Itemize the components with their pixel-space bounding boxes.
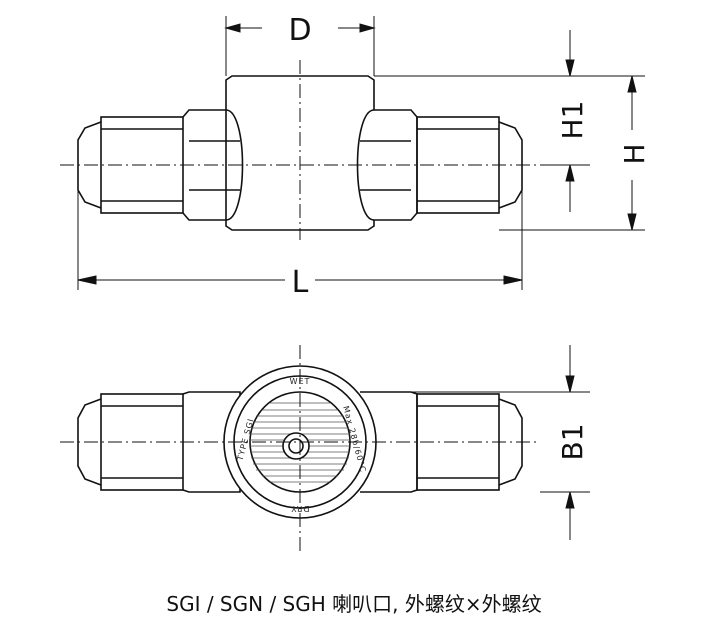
dimension-h-label: H xyxy=(618,143,651,164)
center-body xyxy=(225,75,375,110)
center-lines-plan xyxy=(60,345,540,552)
dimension-l-label: L xyxy=(292,265,309,300)
dimension-b1 xyxy=(375,345,590,540)
dimension-d xyxy=(224,16,376,76)
sight-glass-indicator xyxy=(282,432,310,460)
dimension-l xyxy=(77,190,523,290)
dimension-h-h1 xyxy=(374,30,645,231)
center-lines-top xyxy=(60,60,540,240)
dimension-h1-label: H1 xyxy=(556,101,589,140)
side-view xyxy=(77,75,523,231)
technical-drawing: D L H1 H xyxy=(60,13,651,552)
figure-caption: SGI / SGN / SGH 喇叭口, 外螺纹×外螺纹 xyxy=(166,592,542,616)
dimension-b1-label: B1 xyxy=(556,423,589,460)
left-hex-nut xyxy=(182,109,227,221)
dimension-d-label: D xyxy=(288,13,311,48)
